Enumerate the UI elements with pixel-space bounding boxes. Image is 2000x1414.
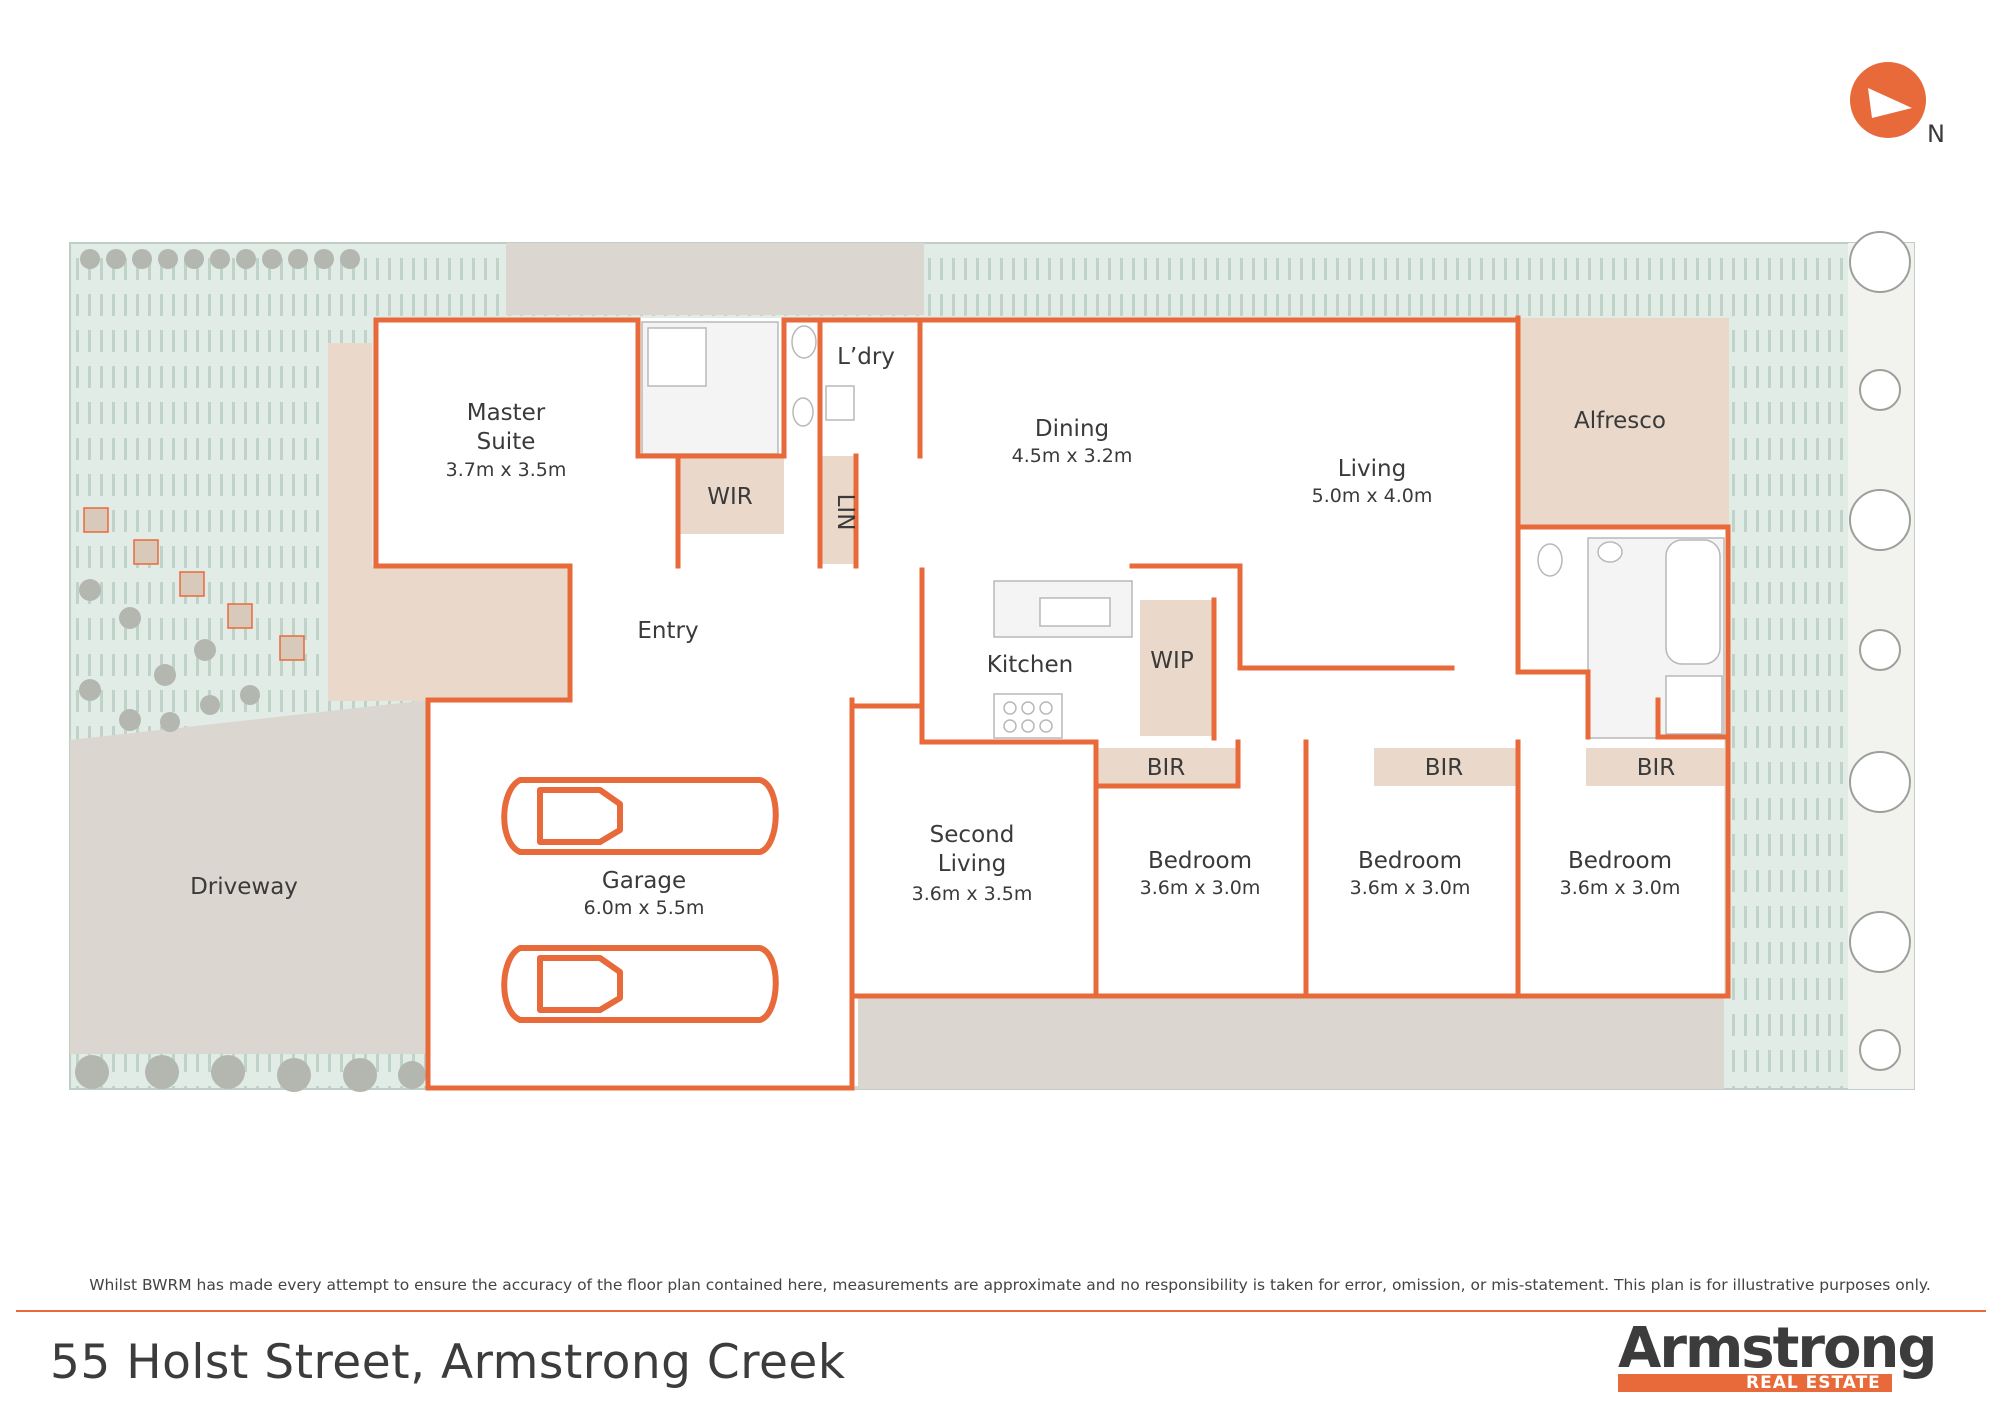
storage-fills — [678, 456, 1728, 786]
bath-shower-base — [1665, 675, 1723, 735]
living-name: Living — [1338, 456, 1406, 482]
porch-deck — [372, 566, 570, 701]
bedroom-1-size: 3.6m x 3.0m — [1140, 877, 1261, 899]
car-icons — [501, 777, 779, 1023]
master-suite-size: 3.7m x 3.5m — [446, 459, 567, 481]
bir-3-name: BIR — [1637, 755, 1676, 781]
bir-2-name: BIR — [1425, 755, 1464, 781]
dining-name: Dining — [1035, 416, 1109, 442]
bedroom-3-name: Bedroom — [1568, 848, 1672, 874]
garage-name: Garage — [602, 868, 686, 894]
sink-icon — [1039, 597, 1111, 627]
toilet-icon — [791, 325, 817, 359]
entry-name: Entry — [637, 618, 698, 644]
logo-wordmark: Armstrong — [1618, 1316, 1937, 1381]
garage-size: 6.0m x 5.5m — [584, 897, 705, 919]
driveway-concrete — [70, 700, 428, 1054]
fixtures — [641, 321, 1725, 739]
laundry-tub — [825, 385, 855, 421]
second-living-size: 3.6m x 3.5m — [912, 883, 1033, 905]
wc-toilet-icon — [1537, 543, 1563, 577]
driveway-name: Driveway — [190, 874, 298, 900]
north-arrow-icon — [1850, 62, 1926, 138]
logo-tagline: REAL ESTATE — [1746, 1373, 1881, 1393]
bir-1-name: BIR — [1147, 755, 1186, 781]
kitchen-bench-back — [993, 580, 1133, 638]
front-path-concrete — [506, 243, 924, 315]
shrub-icons — [75, 249, 426, 1092]
dining-size: 4.5m x 3.2m — [1012, 445, 1133, 467]
basin-icon — [792, 397, 814, 427]
stepping-stones — [83, 507, 305, 661]
bedroom-3-size: 3.6m x 3.0m — [1560, 877, 1681, 899]
bedroom-1-name: Bedroom — [1148, 848, 1252, 874]
living-size: 5.0m x 4.0m — [1312, 485, 1433, 507]
bath-icon — [1665, 539, 1721, 665]
property-address: 55 Holst Street, Armstrong Creek — [50, 1335, 846, 1390]
wir-name: WIR — [707, 484, 753, 510]
footer-divider — [16, 1310, 1986, 1312]
walls — [373, 315, 1731, 1091]
shower-base — [647, 327, 707, 387]
rear-path-concrete — [852, 995, 1724, 1089]
wip-name: WIP — [1150, 648, 1194, 674]
disclaimer-text: Whilst BWRM has made every attempt to en… — [89, 1276, 1931, 1294]
brand-logo: Armstrong REAL ESTATE — [1618, 1318, 1937, 1396]
laundry-name: L’dry — [837, 344, 895, 370]
logo-bar — [1618, 1374, 1892, 1392]
kitchen-name: Kitchen — [987, 652, 1073, 678]
side-deck — [328, 343, 372, 701]
bedroom-2-name: Bedroom — [1358, 848, 1462, 874]
alfresco-deck — [1518, 318, 1729, 527]
alfresco-name: Alfresco — [1574, 408, 1666, 434]
bath-basin-icon — [1597, 541, 1623, 563]
north-label: N — [1927, 120, 1945, 148]
lin-name: LIN — [832, 494, 858, 531]
tree-icons — [1849, 231, 1911, 1071]
bedroom-2-size: 3.6m x 3.0m — [1350, 877, 1471, 899]
